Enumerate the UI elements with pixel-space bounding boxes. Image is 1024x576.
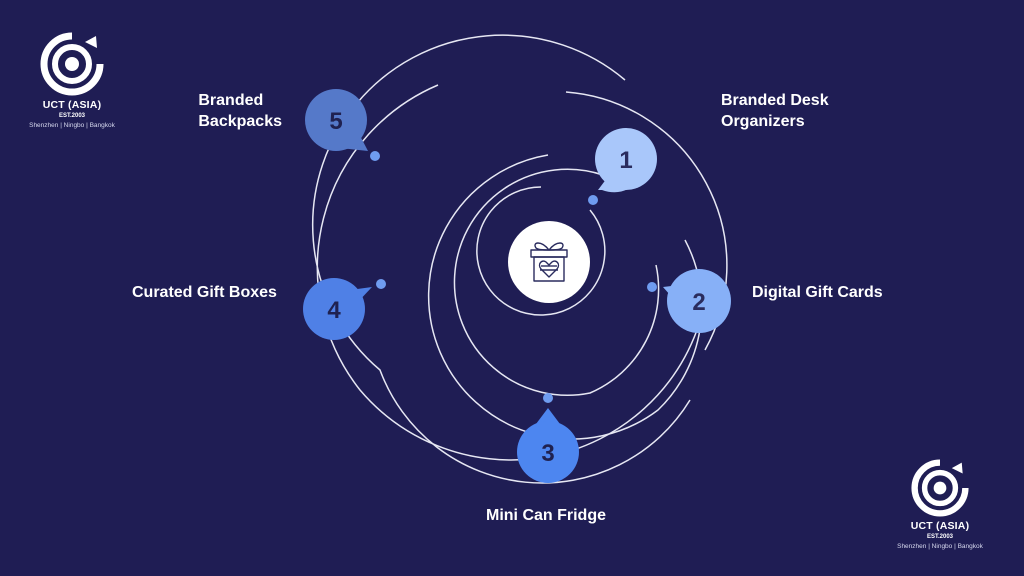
item-label-1-line2: Organizers [721,113,805,130]
brand-logo: UCT (ASIA) EST.2003 Shenzhen | Ningbo | … [20,32,124,129]
callout-bubble [305,89,367,151]
callout-4: 4 [303,278,386,340]
orbit-ring [476,186,606,316]
callout-3: 3 [517,393,579,483]
callout-5: 5 [305,89,380,161]
item-label-1: Branded Desk Organizers [721,90,829,132]
orbit-dot [588,195,598,205]
brand-est: EST.2003 [58,113,86,119]
orbit-dot [376,279,386,289]
item-label-5: Branded Backpacks [198,90,282,132]
brand-est: EST.2003 [926,534,954,540]
callout-number: 5 [329,108,342,135]
orbit-ring [453,168,660,396]
callout-2: 2 [647,269,731,333]
callout-bubble [517,421,579,483]
brand-cities: Shenzhen | Ningbo | Bangkok [897,543,983,550]
brand-cities: Shenzhen | Ningbo | Bangkok [29,122,115,129]
item-label-1-line1: Branded Desk [721,92,829,109]
orbit-dot [370,151,380,161]
callout-number: 4 [327,297,341,324]
item-label-4: Curated Gift Boxes [132,284,277,301]
orbit-ring [316,84,698,461]
orbit-ring [311,34,691,484]
item-label-5-line2: Backpacks [198,113,282,130]
item-label-5-line1: Branded [198,92,264,109]
brand-name: UCT (ASIA) [42,99,102,111]
center-circle [508,221,590,303]
callout-number: 2 [692,289,705,316]
item-label-2: Digital Gift Cards [752,284,883,301]
brand-mark-icon [911,459,969,517]
orbit-ring [427,154,703,440]
callout-bubble [595,128,657,190]
brand-logo-bottom: UCT (ASIA) EST.2003 Shenzhen | Ningbo | … [890,459,990,550]
callout-number: 1 [619,147,632,174]
gift-box-heart-icon [530,242,568,282]
center-hub [508,221,590,303]
callout-1: 1 [588,128,657,205]
callout-bubble [667,269,731,333]
callout-bubble [303,278,365,340]
callout-number: 3 [541,440,554,467]
brand-mark-icon [40,32,104,96]
callout-pointer [536,408,560,424]
orbit-dot [543,393,553,403]
brand-name: UCT (ASIA) [910,520,970,532]
item-label-3: Mini Can Fridge [486,507,606,524]
orbit-dot [647,282,657,292]
